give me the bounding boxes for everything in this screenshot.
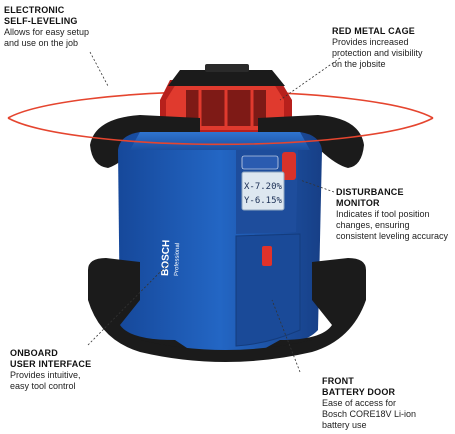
base-bumper [140, 340, 312, 362]
callout-desc: Indicates if tool position changes, ensu… [336, 209, 449, 241]
top-bumper [168, 70, 285, 86]
display-screen [241, 171, 285, 211]
model-line: Professional [174, 243, 181, 276]
callout-battery-door: FRONT BATTERY DOOR Ease of access for Bo… [322, 376, 452, 431]
brand-logo: BOSCH [160, 240, 172, 276]
callout-desc: Allows for easy setup and use on the job [4, 27, 90, 48]
callout-self-leveling: ELECTRONIC SELF-LEVELING Allows for easy… [4, 5, 134, 49]
screen-line1: X-7.20% [244, 182, 283, 192]
laser-beam-front [7, 117, 434, 146]
callout-red-metal-cage: RED METAL CAGE Provides increased protec… [332, 26, 454, 70]
callout-disturbance-monitor: DISTURBANCE MONITOR Indicates if tool po… [336, 187, 454, 242]
callout-title: RED METAL CAGE [332, 26, 415, 36]
callout-desc: Provides increased protection and visibi… [332, 37, 423, 69]
lower-bumper-right [262, 258, 366, 352]
callout-title: FRONT BATTERY DOOR [322, 376, 396, 397]
lower-bumper-left [88, 258, 190, 352]
callout-title: DISTURBANCE MONITOR [336, 187, 404, 208]
screen-line2: Y-6.15% [244, 196, 283, 206]
leader-lines [87, 51, 341, 373]
callout-desc: Provides intuitive, easy tool control [10, 370, 81, 391]
callout-desc: Ease of access for Bosch CORE18V Li-ion … [322, 398, 417, 430]
callout-title: ONBOARD USER INTERFACE [10, 348, 92, 369]
callout-onboard-ui: ONBOARD USER INTERFACE Provides intuitiv… [10, 348, 140, 392]
battery-door [235, 233, 301, 347]
battery-latch [262, 246, 272, 266]
top-indicator [282, 152, 296, 180]
callout-title: ELECTRONIC SELF-LEVELING [4, 5, 78, 26]
keypad [241, 155, 279, 170]
